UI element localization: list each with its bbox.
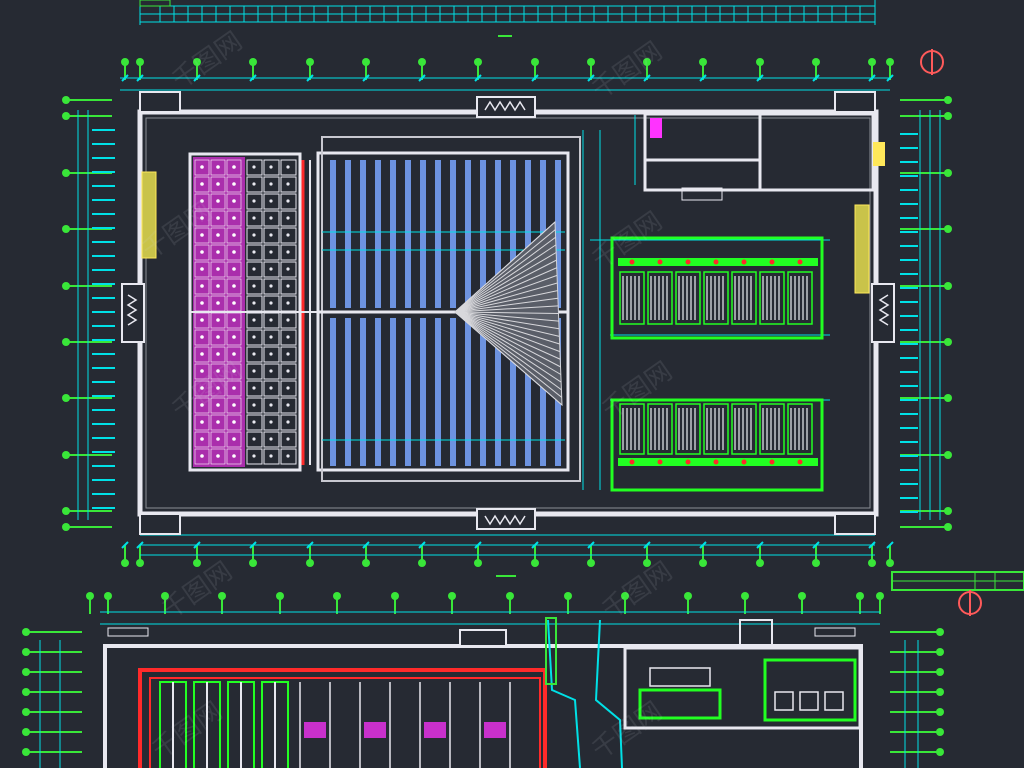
svg-text:千图网: 千图网 xyxy=(587,696,668,765)
side-grid-axes xyxy=(62,96,952,531)
perimeter-doors xyxy=(121,91,895,535)
bottom-grid-axes xyxy=(121,545,894,567)
svg-text:千图网: 千图网 xyxy=(597,356,678,425)
section-marker-icon xyxy=(958,590,982,616)
dimension-lines xyxy=(77,77,941,556)
svg-text:千图网: 千图网 xyxy=(597,556,678,625)
top-grid-axes xyxy=(121,58,894,80)
green-equipment-lower xyxy=(610,398,824,492)
north-arrow-icon xyxy=(920,49,944,75)
green-equipment-upper xyxy=(610,236,824,340)
main-floor-plan xyxy=(62,49,952,567)
radial-distributor xyxy=(454,220,563,407)
svg-text:千图网: 千图网 xyxy=(587,36,668,105)
svg-text:千图网: 千图网 xyxy=(147,696,228,765)
lower-floor-plan xyxy=(22,571,1024,768)
upper-right-rooms xyxy=(643,112,875,192)
svg-text:千图网: 千图网 xyxy=(167,26,248,95)
top-partial-view xyxy=(0,0,1024,37)
